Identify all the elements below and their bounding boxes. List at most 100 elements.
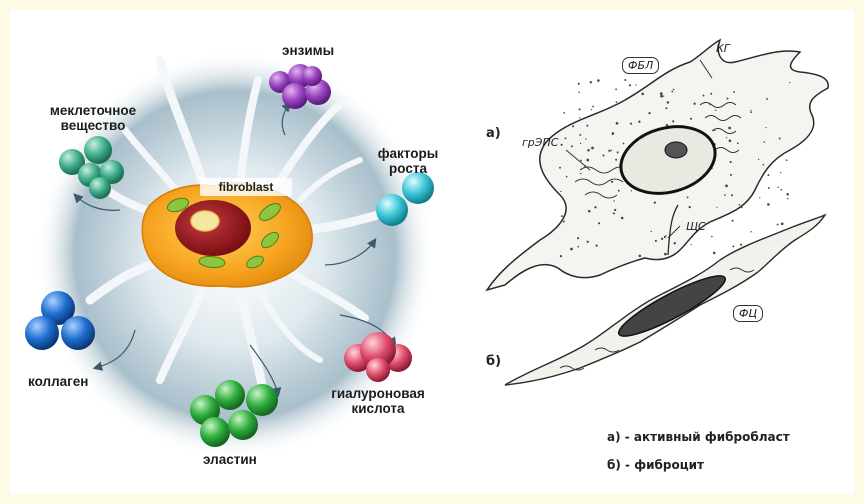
stipple-dot — [651, 231, 652, 232]
micrograph-drawing — [487, 40, 828, 385]
stipple-dot — [591, 109, 592, 110]
stipple-dot — [713, 252, 716, 255]
fibroblast-nucleolus — [665, 142, 687, 158]
stipple-dot — [616, 122, 619, 125]
stipple-dot — [728, 127, 731, 130]
label-growth-line1: факторы — [368, 146, 448, 161]
stipple-dot — [570, 248, 573, 251]
stipple-dot — [726, 137, 727, 138]
stipple-dot — [638, 121, 640, 123]
stipple-dot — [565, 137, 567, 139]
stipple-dot — [765, 127, 766, 128]
stipple-dot — [596, 245, 598, 247]
tag-shs: ЩС — [686, 220, 706, 233]
stipple-dot — [615, 159, 617, 161]
stipple-dot — [711, 236, 713, 238]
stipple-dot — [624, 79, 626, 81]
stipple-dot — [710, 93, 712, 95]
stipple-dot — [612, 133, 614, 135]
stipple-dot — [586, 125, 588, 127]
label-enzymes: энзимы — [282, 43, 334, 58]
stipple-dot — [578, 92, 580, 94]
label-elastin: эластин — [203, 452, 257, 467]
stipple-dot — [667, 101, 669, 103]
stipple-dot — [750, 231, 751, 232]
stipple-dot — [690, 244, 691, 245]
stipple-dot — [560, 255, 562, 257]
stipple-dot — [572, 125, 574, 127]
stipple-dot — [724, 194, 726, 196]
marker-a: а) — [486, 126, 501, 141]
stipple-dot — [587, 149, 590, 152]
stipple-dot — [561, 215, 563, 217]
cell-label: fibroblast — [200, 178, 292, 196]
label-growth: факторы роста — [368, 146, 448, 176]
stipple-dot — [786, 193, 789, 196]
stipple-dot — [587, 241, 589, 243]
stipple-dot — [750, 111, 752, 113]
stipple-dot — [597, 79, 600, 82]
stipple-dot — [663, 96, 664, 97]
stipple-dot — [579, 108, 581, 110]
stipple-dot — [787, 198, 788, 199]
stipple-dot — [571, 145, 573, 147]
stipple-dot — [730, 161, 732, 163]
stipple-dot — [580, 143, 581, 144]
stipple-dot — [594, 206, 596, 208]
stipple-dot — [629, 84, 631, 86]
stipple-dot — [635, 84, 636, 85]
stipple-dot — [660, 95, 663, 98]
stipple-dot — [623, 143, 625, 145]
stipple-dot — [661, 238, 663, 240]
stipple-dot — [616, 101, 618, 103]
stipple-dot — [578, 83, 580, 85]
stipple-dot — [648, 112, 650, 114]
stipple-dot — [664, 253, 667, 256]
stipple-dot — [721, 217, 722, 218]
stipple-dot — [729, 139, 732, 142]
stipple-dot — [741, 207, 743, 209]
stipple-dot — [763, 164, 765, 166]
stipple-dot — [611, 150, 612, 151]
stipple-dot — [780, 172, 781, 173]
marker-b: б) — [486, 354, 501, 369]
stipple-dot — [786, 159, 788, 161]
stipple-dot — [580, 173, 582, 175]
tag-fbl: ФБЛ — [622, 57, 659, 74]
stipple-dot — [611, 181, 613, 183]
stipple-dot — [578, 246, 580, 248]
tag-kg: КГ — [716, 42, 730, 55]
stipple-dot — [789, 82, 790, 83]
stipple-dot — [588, 210, 591, 213]
stipple-dot — [672, 120, 674, 122]
stipple-dot — [764, 141, 766, 143]
stipple-dot — [590, 81, 592, 83]
stipple-dot — [671, 91, 673, 93]
stipple-dot — [733, 91, 735, 93]
stipple-dot — [618, 190, 620, 192]
stipple-dot — [613, 200, 614, 201]
stipple-dot — [737, 142, 739, 144]
stipple-dot — [767, 203, 770, 206]
stipple-dot — [732, 220, 734, 222]
stipple-dot — [631, 190, 632, 191]
stipple-dot — [579, 117, 580, 118]
stipple-dot — [730, 174, 732, 176]
stipple-dot — [732, 245, 734, 247]
stipple-dot — [740, 244, 742, 246]
stipple-dot — [566, 176, 568, 178]
stipple-dot — [560, 191, 561, 192]
stipple-dot — [630, 123, 632, 125]
stipple-dot — [639, 255, 642, 258]
stipple-dot — [615, 88, 617, 90]
stipple-dot — [641, 93, 644, 96]
stipple-dot — [766, 98, 768, 100]
label-hyaluronic: гиалуроновая кислота — [320, 386, 436, 416]
stipple-dot — [759, 197, 760, 198]
stipple-dot — [614, 209, 616, 211]
stipple-dot — [617, 151, 619, 153]
stipple-dot — [739, 204, 741, 206]
stipple-dot — [781, 222, 784, 225]
stipple-dot — [780, 189, 782, 191]
